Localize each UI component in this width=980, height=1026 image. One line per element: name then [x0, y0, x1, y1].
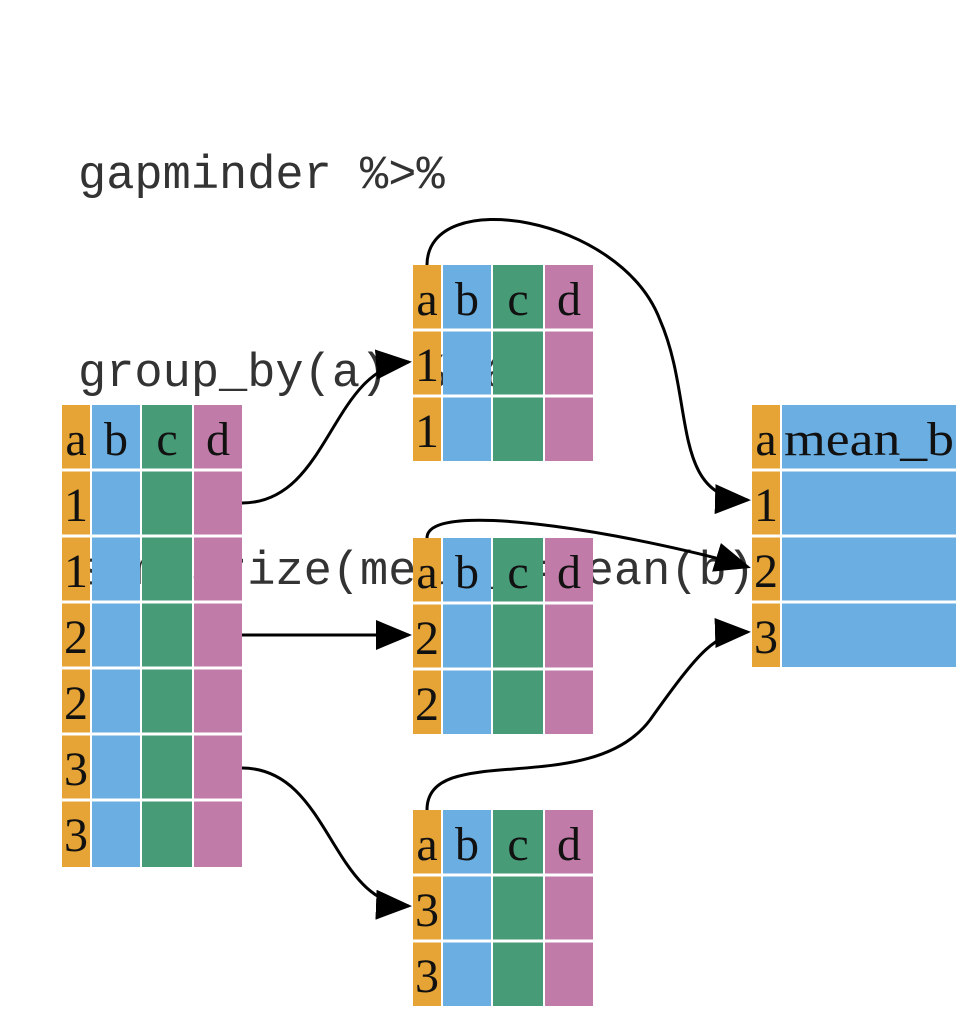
source-header-b: b [104, 413, 128, 466]
source-a-value: 1 [64, 479, 88, 532]
group-1-row-dividers [413, 328, 593, 398]
group-2-col-a-bg [413, 538, 441, 734]
source-header-c: c [156, 413, 177, 466]
source-col-a-bg [62, 405, 90, 867]
source-a-value: 3 [64, 809, 88, 862]
code-line-1: gapminder %>% [78, 150, 445, 203]
group-1-col-b-bg [443, 265, 491, 461]
group-2-col-c-bg [493, 538, 543, 734]
group-2-col-b-bg [443, 538, 491, 734]
group-3-col-d-bg [545, 810, 593, 1006]
source-table: a b c d 1 1 2 2 3 3 [62, 405, 242, 867]
group-table-2: a b c d 2 2 [413, 538, 593, 734]
group-table-3: a b c d 3 3 [413, 810, 593, 1006]
group-3-a-value: 3 [415, 884, 439, 937]
source-col-c-bg [142, 405, 192, 867]
group-3-header-d: d [557, 818, 581, 871]
group-2-a-value: 2 [415, 612, 439, 665]
source-a-value: 1 [64, 545, 88, 598]
source-header-a: a [65, 413, 86, 466]
group-2-col-d-bg [545, 538, 593, 734]
result-a-value: 3 [754, 611, 778, 664]
group-2-header-d: d [557, 546, 581, 599]
group-1-col-c-bg [493, 265, 543, 461]
edges [241, 218, 751, 920]
source-header-d: d [206, 413, 230, 466]
group-2-header-c: c [507, 546, 528, 599]
group-table-1: a b c d 1 1 [413, 265, 593, 461]
arrow-group-3-to-result-3 [425, 618, 751, 811]
group-3-row-dividers [413, 873, 593, 943]
result-header-a: a [755, 413, 776, 466]
result-table: a mean_b 1 2 3 [752, 405, 956, 667]
group-3-col-b-bg [443, 810, 491, 1006]
group-3-col-c-bg [493, 810, 543, 1006]
group-2-header-a: a [416, 546, 437, 599]
arrow-source-to-group-1 [241, 349, 412, 505]
group-1-header-a: a [416, 273, 437, 326]
result-row-dividers [752, 468, 956, 604]
group-2-a-value: 2 [415, 678, 439, 731]
result-a-value: 2 [754, 545, 778, 598]
group-1-col-d-bg [545, 265, 593, 461]
result-header-mean-b: mean_b [784, 413, 954, 466]
source-a-value: 3 [64, 743, 88, 796]
group-1-header-d: d [557, 273, 581, 326]
arrow-group-1-to-result-1 [425, 218, 751, 515]
group-3-col-a-bg [413, 810, 441, 1006]
group-3-header-c: c [507, 818, 528, 871]
group-1-a-value: 1 [415, 405, 439, 458]
source-a-value: 2 [64, 611, 88, 664]
group-3-header-b: b [455, 818, 479, 871]
group-2-row-dividers [413, 601, 593, 671]
group-3-a-value: 3 [415, 950, 439, 1003]
group-1-a-value: 1 [415, 339, 439, 392]
arrow-group-2-to-result-2 [425, 518, 751, 572]
group-1-col-a-bg [413, 265, 441, 461]
source-col-d-bg [194, 405, 242, 867]
source-row-dividers [62, 468, 242, 802]
source-a-value: 2 [64, 677, 88, 730]
result-a-value: 1 [754, 479, 778, 532]
group-2-header-b: b [455, 546, 479, 599]
arrow-source-to-group-3 [241, 766, 412, 920]
group-1-header-b: b [455, 273, 479, 326]
group-1-header-c: c [507, 273, 528, 326]
group-3-header-a: a [416, 818, 437, 871]
source-col-b-bg [92, 405, 140, 867]
